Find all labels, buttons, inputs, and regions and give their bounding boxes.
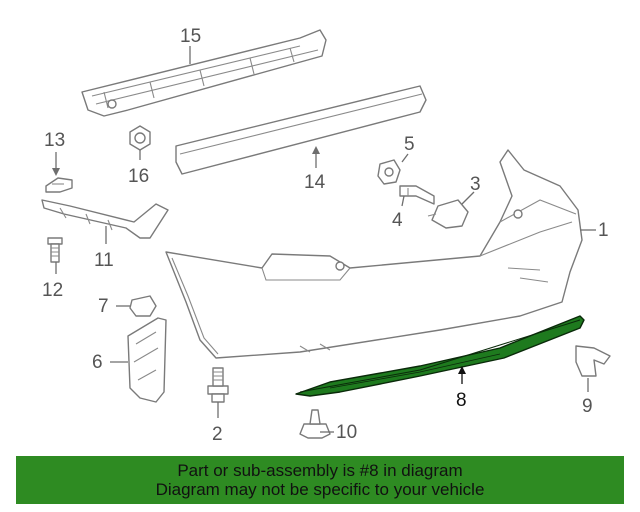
callout-8: 8 [456,390,467,411]
banner-line-1: Part or sub-assembly is #8 in diagram [177,461,463,480]
leader-9: 9 [582,378,593,417]
leader-15: 15 [180,26,201,64]
part-3-cap[interactable] [427,199,469,229]
leader-4: 4 [392,195,405,231]
callout-10: 10 [336,422,357,443]
part-9-bracket[interactable] [575,345,611,377]
callout-14: 14 [304,172,326,193]
leader-10: 10 [320,422,357,443]
banner-line-2: Diagram may not be specific to your vehi… [155,480,485,499]
leader-8: 8 [456,366,467,411]
part-13-clip[interactable] [45,177,73,193]
leader-2: 2 [212,402,223,445]
callout-6: 6 [92,352,103,373]
leader-6: 6 [92,352,128,373]
part-12-bolt[interactable] [47,237,63,263]
callout-12: 12 [42,280,63,301]
leader-14: 14 [304,146,326,193]
part-11-retainer[interactable] [41,199,169,239]
part-14-reinforcement[interactable] [175,85,427,175]
part-4-screw[interactable] [399,185,435,205]
part-16-nut[interactable] [129,125,151,151]
leader-16: 16 [128,150,149,187]
leader-7: 7 [98,296,130,317]
callout-2: 2 [212,424,223,445]
leader-1: 1 [580,220,609,241]
callout-3: 3 [470,174,481,195]
leader-5: 5 [401,134,415,163]
leader-3: 3 [461,174,481,205]
part-2-bolt[interactable] [207,367,229,403]
part-15-energy-absorber[interactable] [81,29,327,117]
callout-7: 7 [98,296,109,317]
callout-13: 13 [44,130,65,151]
part-5-clip[interactable] [377,159,401,185]
part-8-lower-molding-highlighted[interactable] [295,315,585,397]
callout-15: 15 [180,26,201,47]
leader-11: 11 [94,226,114,271]
callout-9: 9 [582,396,593,417]
info-banner: Part or sub-assembly is #8 in diagram Di… [16,456,624,504]
parts-diagram: 15 14 16 13 11 [41,26,611,445]
callout-1: 1 [598,220,609,241]
part-10-push-clip[interactable] [299,409,331,439]
part-7-clip[interactable] [129,295,157,317]
part-1-bumper-cover[interactable] [165,149,583,359]
callout-4: 4 [392,210,403,231]
callout-16: 16 [128,166,149,187]
leader-12: 12 [42,262,63,301]
callout-5: 5 [404,134,415,155]
callout-11: 11 [94,250,114,271]
leader-13: 13 [44,130,65,176]
part-6-bracket[interactable] [127,317,167,403]
